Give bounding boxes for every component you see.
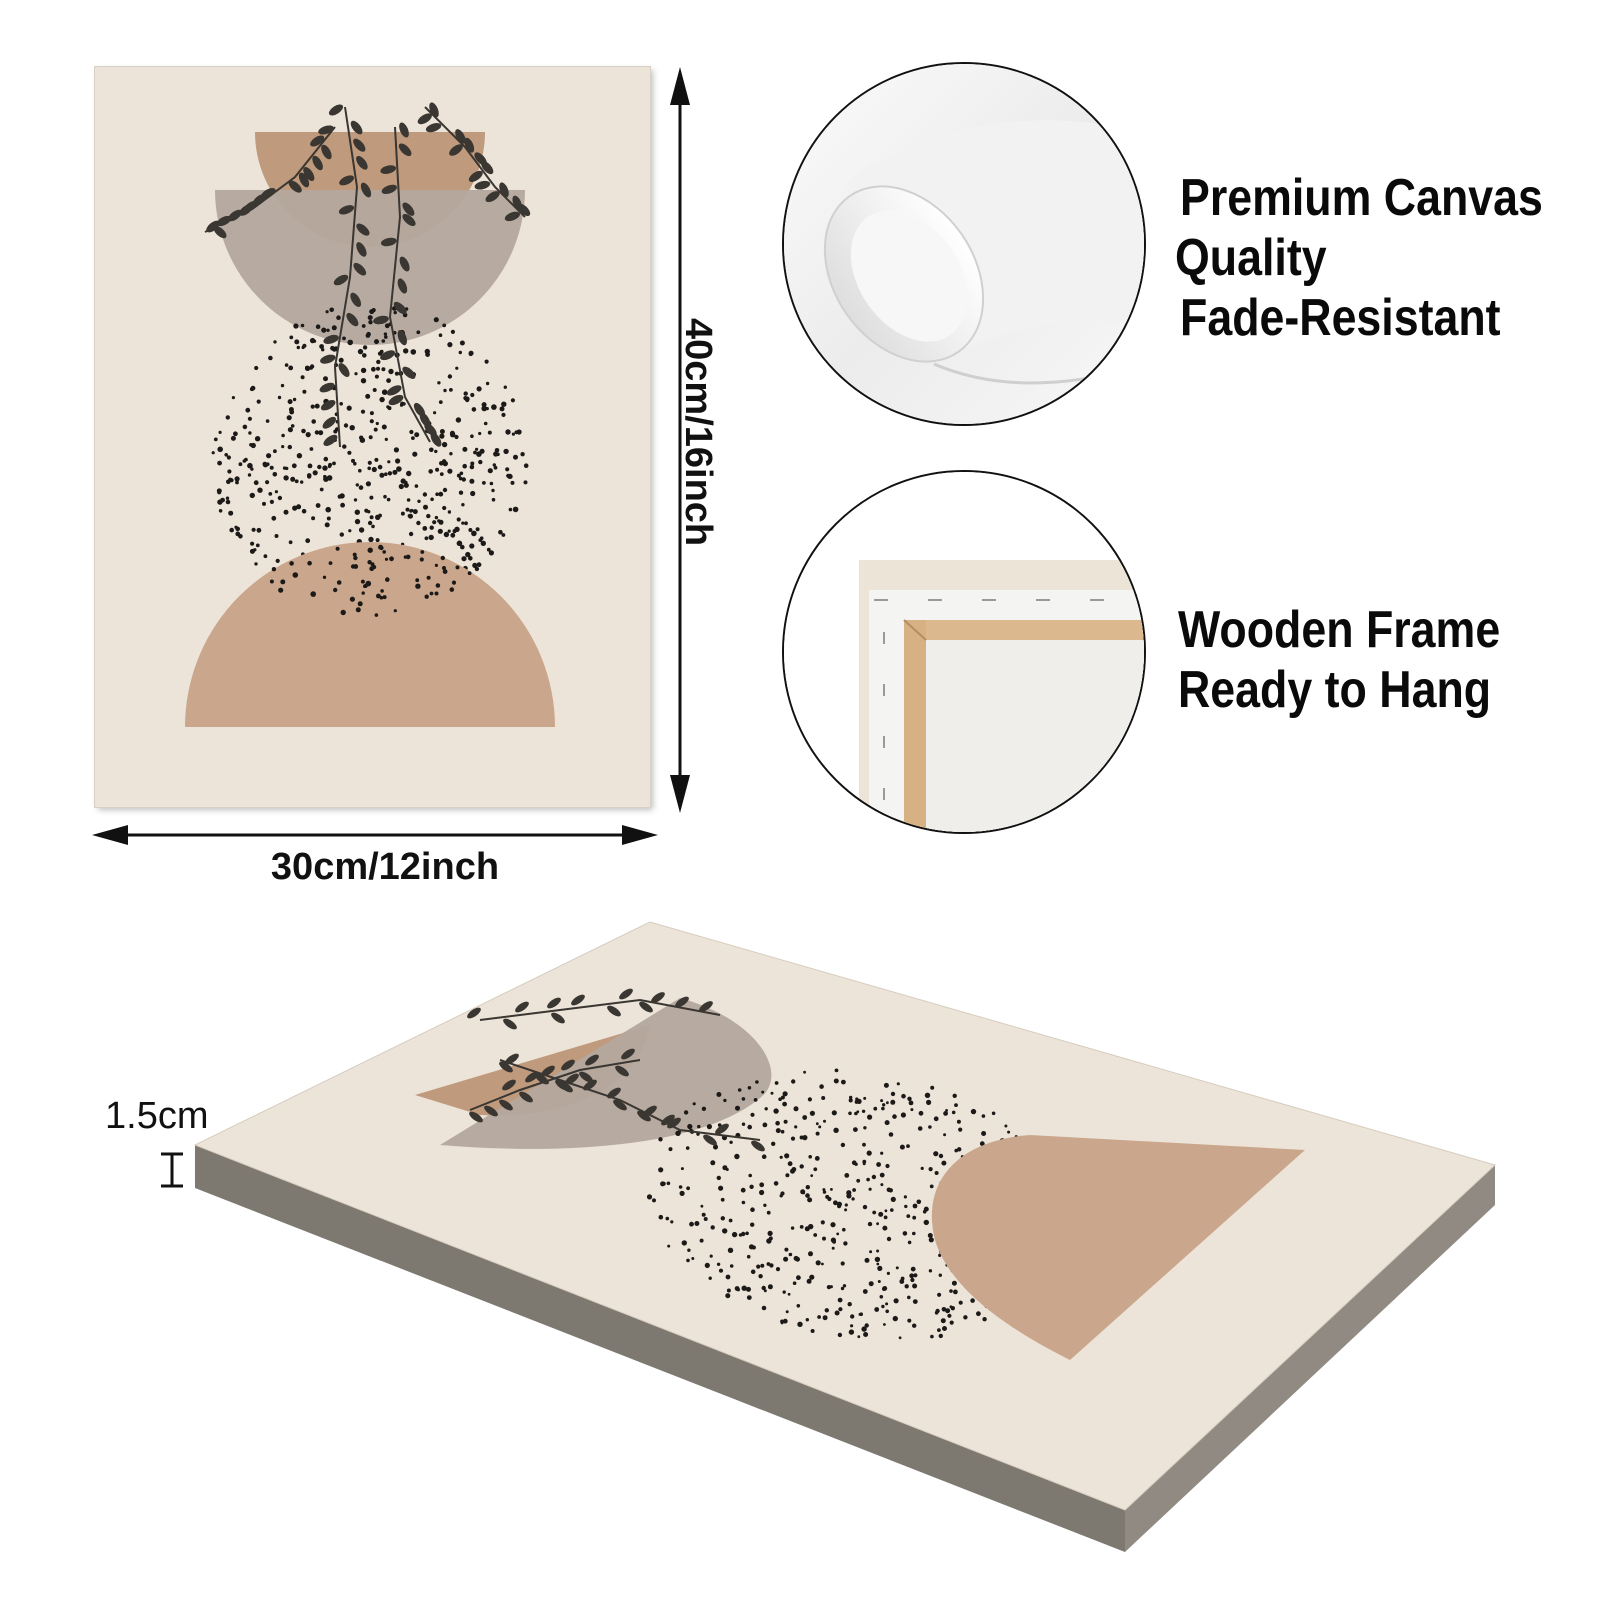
width-dimension-label: 30cm/12inch	[270, 846, 500, 888]
depth-dimension-label: 1.5cm	[105, 1095, 209, 1137]
feature-quality: Quality	[1175, 229, 1327, 287]
feature-ready-to-hang: Ready to Hang	[1178, 661, 1492, 719]
terracotta-half-circle	[185, 542, 555, 727]
artwork-front	[95, 67, 650, 807]
persp-terracotta-shape	[931, 1135, 1305, 1360]
taupe-half-circle	[215, 190, 525, 345]
canvas-front-view	[95, 67, 650, 807]
canvas-material-closeup	[782, 62, 1146, 426]
canvas-front-edge	[1125, 1165, 1495, 1552]
canvas-side-edge	[195, 1145, 1125, 1552]
leaf-vines	[204, 102, 531, 448]
height-arrow	[670, 67, 690, 813]
width-arrow	[92, 825, 658, 845]
feature-fade-resistant: Fade-Resistant	[1180, 289, 1501, 347]
canvas-perspective-view	[193, 921, 1496, 1552]
feature-wooden-frame: Wooden Frame	[1178, 601, 1501, 659]
artwork-perspective	[415, 988, 1305, 1360]
persp-taupe-shape	[440, 998, 772, 1149]
feature-premium-canvas: Premium Canvas	[1180, 169, 1543, 227]
dotted-circle-overlap	[269, 544, 472, 617]
dotted-circle	[211, 306, 529, 572]
wooden-frame-closeup	[782, 470, 1146, 834]
height-dimension-text: 40cm/16inch	[677, 318, 719, 547]
depth-marker-icon	[161, 1152, 183, 1188]
